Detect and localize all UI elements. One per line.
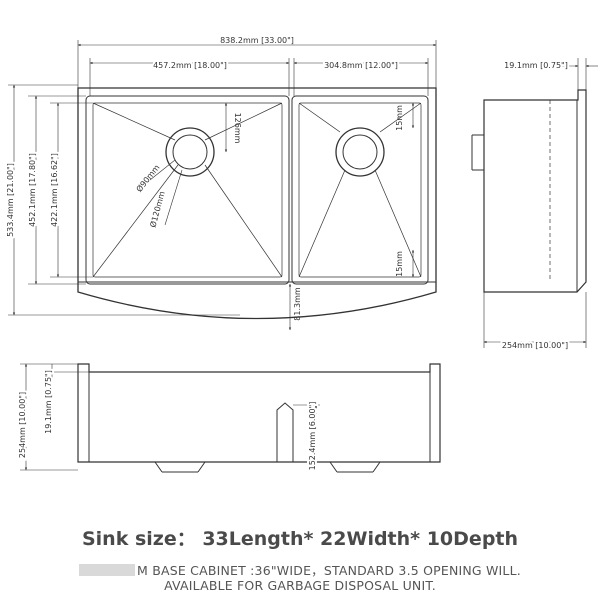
side-view [471, 89, 587, 293]
dim-overall-length: 838.2mm [33.00"] [220, 36, 294, 45]
dim-front-rim: 19.1mm [0.75"] [44, 370, 53, 434]
right-drain-outer [335, 127, 385, 177]
dim-offset-15-bottom: 15mm [395, 251, 404, 277]
dim-width-452: 452.1mm [17.80"] [28, 153, 37, 227]
front-view [77, 363, 441, 473]
dim-offset-15-top: 15mm [395, 105, 404, 131]
dim-drain-diameter-120: Ø120mm [147, 190, 166, 229]
dim-width-422: 422.1mm [16.62"] [50, 153, 59, 227]
sink-outline [77, 87, 437, 320]
dim-divider-height: 152.4mm [6.00"] [308, 402, 317, 471]
dim-apron-81: 81.3mm [293, 287, 302, 321]
caption-line-1: M BASE CABINET :36"WIDE，STANDARD 3.5 OPE… [0, 560, 600, 579]
dim-left-bowl-length: 457.2mm [18.00"] [153, 61, 227, 70]
right-drain-inner [342, 134, 378, 170]
dim-drain-offset-126: 126mm [233, 113, 242, 144]
dim-drain-diameter-90: Ø90mm [134, 162, 162, 194]
caption-line-2: AVAILABLE FOR GARBAGE DISPOSAL UNIT. [164, 578, 436, 593]
dim-side-depth: 254mm [10.00"] [502, 341, 568, 350]
dim-front-depth: 254mm [10.00"] [18, 392, 27, 458]
right-bowl [291, 95, 429, 285]
dim-rim-thickness: 19.1mm [0.75"] [504, 61, 568, 70]
sink-size-title: Sink size： 33Length* 22Width* 10Depth [81, 528, 519, 550]
left-bowl [85, 95, 290, 285]
dim-overall-width: 533.4mm [21.00"] [6, 163, 15, 237]
dim-right-bowl-length: 304.8mm [12.00"] [324, 61, 398, 70]
top-view [77, 87, 437, 320]
redacted-text-block [79, 564, 136, 576]
caption-line-1-text: M BASE CABINET :36"WIDE，STANDARD 3.5 OPE… [137, 563, 521, 578]
left-drain-outer [165, 127, 215, 177]
left-drain-inner [172, 134, 208, 170]
